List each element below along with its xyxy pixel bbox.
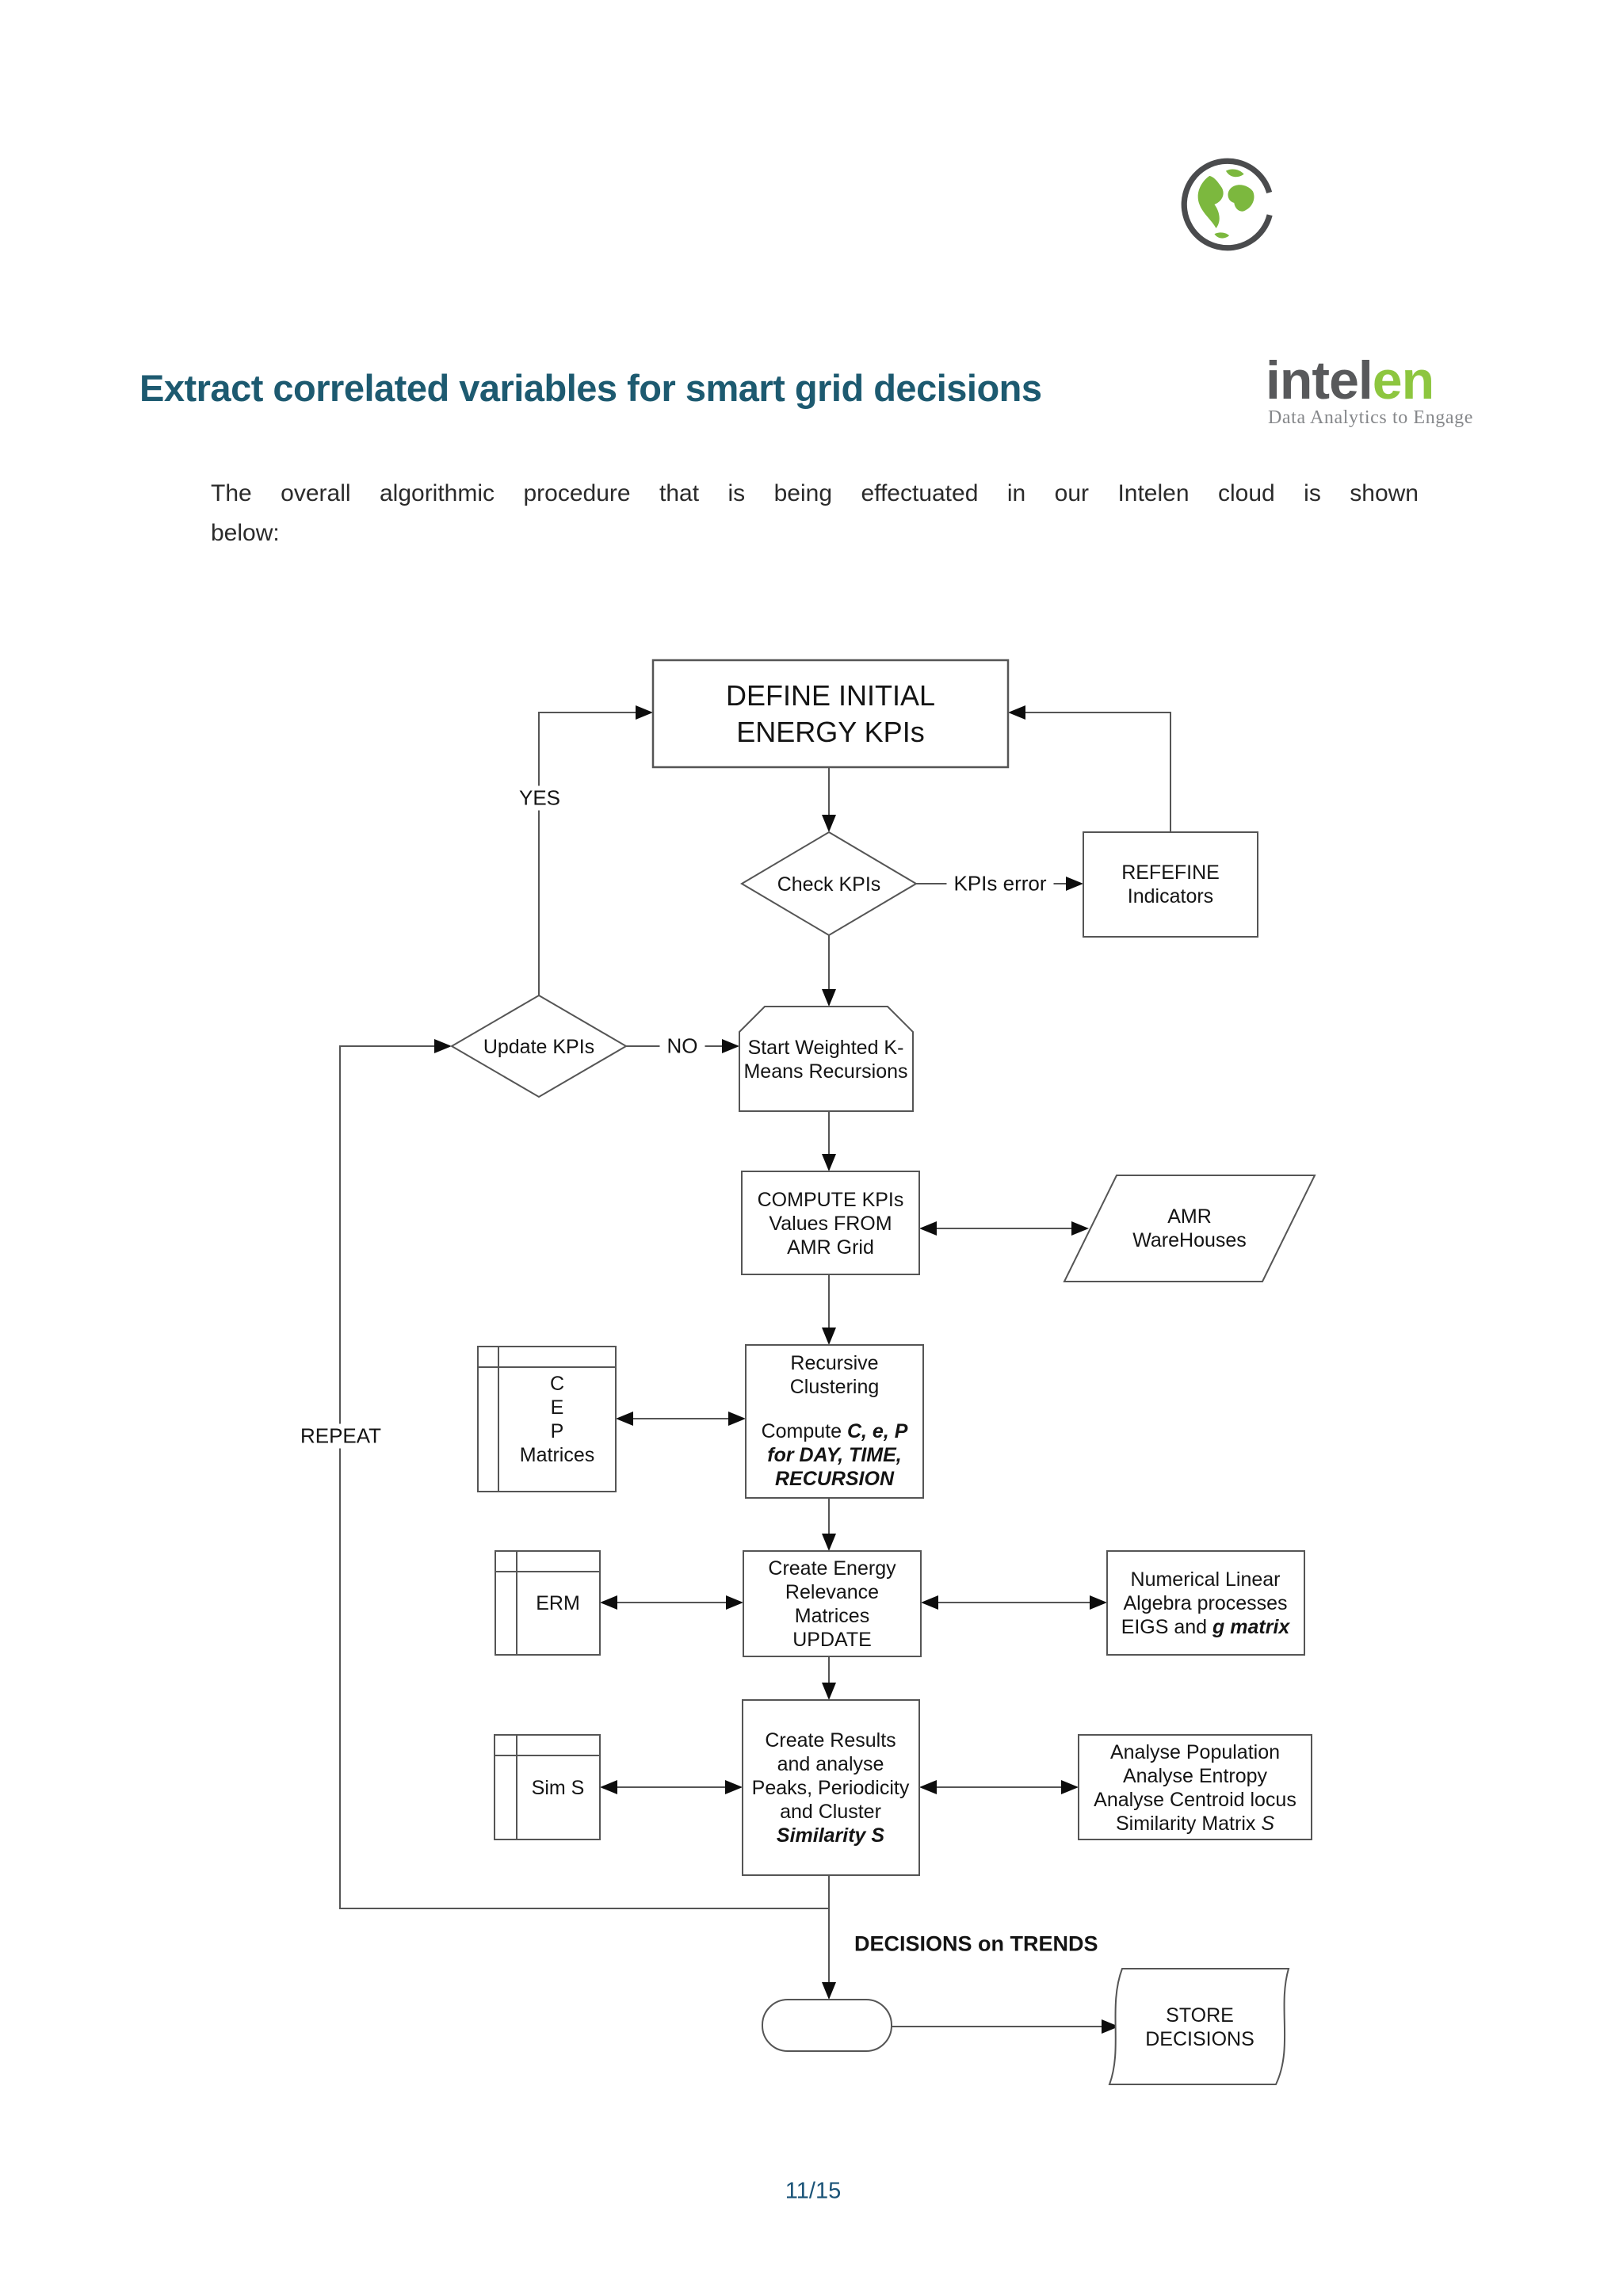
- yes-label: YES: [511, 785, 568, 811]
- define-node: [651, 659, 1010, 769]
- intro-line-2: below:: [211, 520, 280, 546]
- compute-kpis-node: [741, 1171, 920, 1275]
- cep-matrices-node: [477, 1346, 617, 1492]
- decisions-on-trends-label: DECISIONS on TRENDS: [854, 1931, 1098, 1956]
- terminator-node: [762, 1999, 892, 2052]
- numerical-algebra-label: Numerical Linear Algebra processes EIGS …: [1121, 1568, 1290, 1638]
- erm-label: ERM: [536, 1592, 580, 1614]
- logo-word-intel: intel: [1266, 350, 1373, 411]
- intelen-logo: intelen Data Analytics to Engage: [1178, 155, 1511, 428]
- update-kpis-node: [450, 994, 628, 1098]
- start-kmeans-node: [739, 1006, 914, 1112]
- logo-tagline: Data Analytics to Engage: [1268, 407, 1473, 428]
- flow-shapes: [450, 659, 1316, 2085]
- numerical-algebra-node: [1106, 1550, 1305, 1656]
- flow-arrowheads: [434, 705, 1119, 2034]
- logo-wordmark: intelen: [1266, 353, 1434, 407]
- refefine-node: [1083, 831, 1258, 938]
- sim-s-label: Sim S: [531, 1777, 585, 1799]
- check-kpis-label: Check KPIs: [777, 873, 881, 896]
- check-kpis-node: [740, 831, 918, 937]
- start-kmeans-label: Start Weighted K-Means Recursions: [743, 1037, 908, 1083]
- recursive-clustering-label: Recursive Clustering Compute C, e, P for…: [761, 1352, 908, 1490]
- recursive-clustering-node: [745, 1344, 924, 1499]
- erm-node: [495, 1550, 601, 1656]
- create-results-node: [742, 1699, 920, 1876]
- kpis-error-label: KPIs error: [946, 871, 1054, 896]
- repeat-label: REPEAT: [292, 1423, 389, 1449]
- no-label: NO: [659, 1033, 705, 1059]
- page-title: Extract correlated variables for smart g…: [139, 367, 1042, 409]
- analyse-node: [1078, 1734, 1312, 1840]
- sim-s-node: [494, 1734, 601, 1840]
- create-energy-node: [743, 1550, 922, 1657]
- logo-word-en: en: [1372, 350, 1434, 411]
- store-decisions-node: [1108, 1968, 1290, 2085]
- intro-paragraph: The overall algorithmic procedure that i…: [211, 474, 1419, 553]
- page-number: 11/15: [785, 2178, 842, 2204]
- flow-edges: [339, 712, 1171, 2027]
- globe-icon: [1181, 158, 1274, 251]
- storage-symbol-lines: [478, 1347, 616, 1839]
- update-kpis-label: Update KPIs: [483, 1036, 595, 1058]
- amr-warehouses-node: [1063, 1175, 1316, 1282]
- intro-line-1: The overall algorithmic procedure that i…: [211, 480, 1419, 506]
